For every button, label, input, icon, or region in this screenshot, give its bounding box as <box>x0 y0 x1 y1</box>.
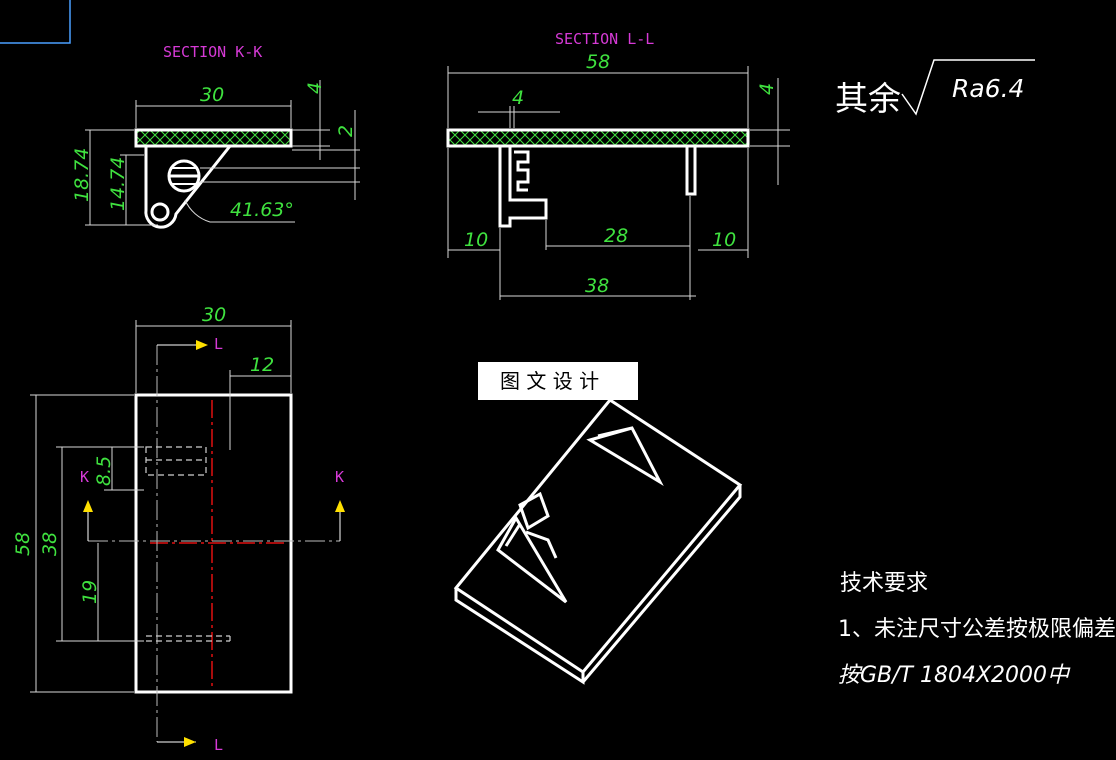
section-mark-l-top: L <box>214 335 223 353</box>
plan-view: L L K K 30 12 58 38 8.5 19 <box>12 304 345 754</box>
ll-right-post <box>685 144 697 196</box>
ll-left-offset-dim: 10 <box>464 229 488 251</box>
isometric-view: 图 文 设 计 <box>453 362 743 685</box>
plan-total-dim: 58 <box>12 532 34 556</box>
plan-outline <box>134 393 293 694</box>
iso-plate-edge <box>454 485 742 685</box>
section-kk-title: SECTION K-K <box>163 43 262 61</box>
ll-width-dim: 58 <box>586 51 610 73</box>
section-ll-view: SECTION L-L 58 4 4 10 28 10 38 <box>446 30 790 300</box>
kk-pin-hole <box>150 202 170 222</box>
kk-angle-dim: 41.63° <box>230 199 294 221</box>
notes-line-2: 按GB/T 1804X2000中 <box>838 663 1071 688</box>
roughness-prefix: 其余 <box>835 79 901 118</box>
watermark: 图 文 设 计 <box>500 369 599 393</box>
section-mark-k-left: K <box>80 468 89 486</box>
kk-plate <box>134 128 293 148</box>
ll-right-dim: 4 <box>756 83 778 95</box>
section-kk-view: SECTION K-K 30 4 2 18.74 14.74 41.63° <box>71 43 360 229</box>
technical-notes: 技术要求 1、未注尺寸公差按极限偏差 按GB/T 1804X2000中 <box>838 571 1116 688</box>
roughness-value: Ra6.4 <box>952 74 1024 103</box>
ll-mid-dim: 28 <box>604 225 628 247</box>
ll-plate <box>446 128 750 148</box>
frame-corner <box>0 0 71 44</box>
plan-offset-dim: 12 <box>250 354 274 376</box>
section-mark-l-bottom: L <box>214 736 223 754</box>
watermark-box <box>478 362 638 400</box>
kk-h2-dim: 14.74 <box>107 157 129 211</box>
plan-k-height-dim: 8.5 <box>93 456 115 486</box>
ll-left-clip <box>498 146 548 228</box>
section-ll-title: SECTION L-L <box>555 30 654 48</box>
kk-width-dim: 30 <box>200 84 224 106</box>
iso-plate-top <box>453 398 743 674</box>
kk-h1-dim: 18.74 <box>71 148 93 202</box>
notes-title: 技术要求 <box>840 571 928 596</box>
ll-right-offset-dim: 10 <box>712 229 736 251</box>
kk-bracket <box>144 144 234 229</box>
notes-line-1: 1、未注尺寸公差按极限偏差 <box>838 617 1116 642</box>
ll-slot-dim: 4 <box>512 87 524 109</box>
kk-thick-dim: 2 <box>335 125 357 137</box>
plan-width-dim: 30 <box>202 304 226 326</box>
roughness-symbol: 其余 Ra6.4 <box>835 59 1035 118</box>
ll-span-dim: 38 <box>585 275 609 297</box>
plan-h19-dim: 19 <box>79 580 101 604</box>
kk-top-dim: 4 <box>304 82 326 94</box>
section-mark-k-right: K <box>335 468 344 486</box>
plan-h38-dim: 38 <box>39 532 61 556</box>
